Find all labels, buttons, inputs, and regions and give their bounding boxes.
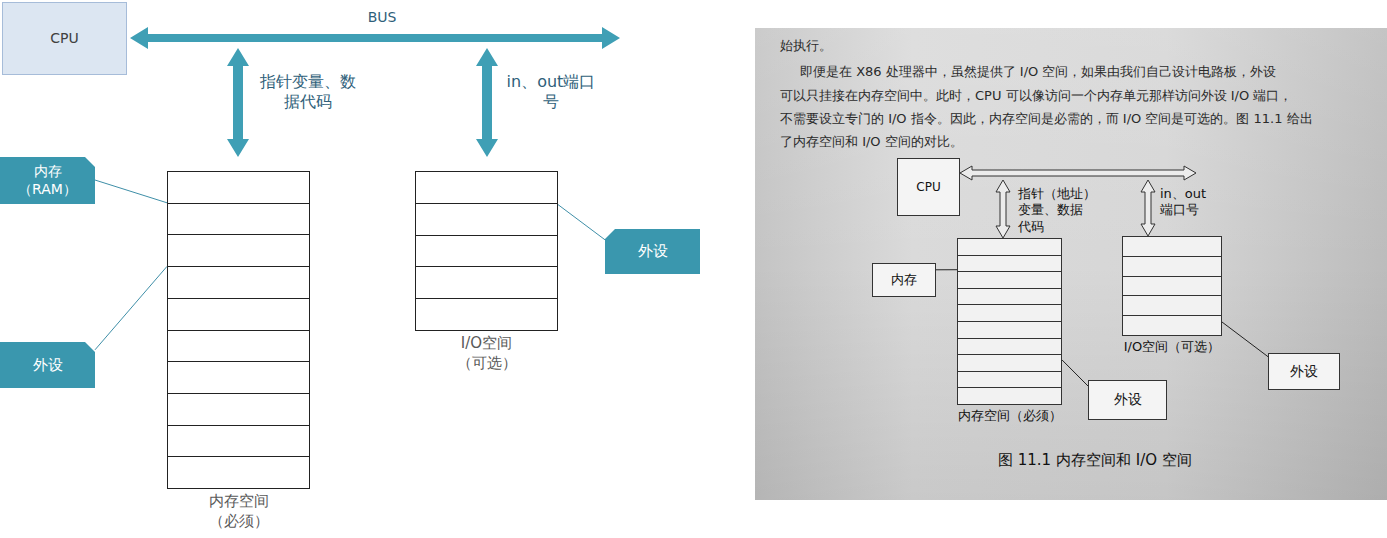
io-bus-arrow — [476, 48, 498, 157]
table-row — [416, 299, 557, 330]
table-row — [958, 372, 1061, 389]
leader-line — [1222, 322, 1268, 357]
table-rows — [1122, 236, 1222, 336]
table-row — [958, 272, 1061, 289]
table-row — [416, 267, 557, 299]
memory-space: 内存空间（必须） — [957, 238, 1062, 405]
table-row — [1123, 316, 1221, 335]
space-label: I/O空间（可选） — [1124, 339, 1220, 356]
table-row — [958, 339, 1061, 356]
table-row — [1123, 237, 1221, 257]
node-label: CPU — [916, 180, 940, 195]
leader-stroke — [95, 266, 167, 349]
table-row — [168, 331, 309, 363]
leader-line — [936, 269, 957, 270]
table-row — [168, 299, 309, 331]
bus-arrow — [130, 27, 620, 49]
table-row — [168, 426, 309, 458]
photo-memory-arrow — [996, 180, 1010, 238]
cpu-box: CPU — [2, 2, 127, 75]
space-label: 内存空间（必须） — [958, 408, 1062, 425]
table-row — [168, 394, 309, 426]
table-row — [168, 172, 309, 204]
node-label: 外设 — [638, 242, 668, 261]
leader-stroke — [1062, 360, 1088, 386]
io-space: I/O空间 （可选） — [415, 171, 558, 331]
table-rows — [415, 171, 558, 331]
node-label: 内存 — [891, 272, 917, 288]
table-row — [958, 256, 1061, 273]
leader-stroke — [936, 269, 957, 270]
leader-stroke — [95, 180, 167, 203]
leader-stroke — [558, 205, 605, 240]
figure-caption: 图 11.1 内存空间和 I/O 空间 — [998, 451, 1192, 470]
node-label: 内存 （RAM） — [10, 163, 86, 198]
cpu-box: CPU — [897, 158, 960, 216]
node-label: CPU — [50, 30, 78, 48]
page-text: 了内存空间和 I/O 空间的对比。 — [780, 134, 963, 150]
callout-box: 外设 — [605, 229, 700, 274]
photo-bus-arrow — [960, 166, 1196, 180]
leader-line — [95, 180, 167, 203]
page-text: 可以只挂接在内存空间中。此时，CPU 可以像访问一个内存单元那样访问外设 I/O… — [780, 88, 1292, 104]
bus-signal-label: 指针（地址） 变量、数据 代码 — [1018, 186, 1100, 235]
leader-stroke — [1222, 322, 1268, 357]
table-row — [958, 322, 1061, 339]
table-row — [168, 267, 309, 299]
space-label: 内存空间 （必须） — [193, 492, 285, 531]
memory-space: 内存空间 （必须） — [167, 171, 310, 489]
table-row — [958, 289, 1061, 306]
leader-line — [95, 266, 167, 349]
table-row — [416, 236, 557, 268]
callout-fill — [0, 342, 95, 388]
leader-line — [1062, 360, 1088, 386]
node-label: 外设 — [1290, 363, 1318, 381]
bus-signal-label: 指针变量、数据代码 — [258, 72, 358, 112]
table-rows — [957, 238, 1062, 405]
node-label: 外设 — [33, 356, 63, 375]
table-row — [1123, 296, 1221, 316]
leader-line — [558, 205, 605, 240]
node-label: 外设 — [1114, 391, 1142, 409]
table-row — [1123, 277, 1221, 297]
table-row — [958, 388, 1061, 404]
table-row — [168, 362, 309, 394]
callout-box: 内存 （RAM） — [0, 157, 95, 204]
photo-io-arrow — [1141, 180, 1155, 236]
page-text: 即便是在 X86 处理器中，虽然提供了 I/O 空间，如果由我们自己设计电路板，… — [800, 64, 1276, 80]
table-row — [958, 305, 1061, 322]
bus-label: BUS — [360, 9, 404, 27]
callout-fill — [0, 157, 95, 204]
callout-box: 内存 — [872, 263, 936, 297]
bus-signal-label: in、out端口号 — [503, 72, 599, 112]
bus-signal-label: in、out 端口号 — [1160, 186, 1232, 219]
table-row — [168, 204, 309, 236]
io-space: I/O空间（可选） — [1122, 236, 1222, 336]
table-row — [1123, 257, 1221, 277]
table-row — [416, 172, 557, 204]
table-row — [958, 239, 1061, 256]
page-text: 始执行。 — [780, 38, 832, 54]
table-row — [416, 204, 557, 236]
callout-box: 外设 — [1268, 353, 1340, 390]
table-rows — [167, 171, 310, 489]
space-label: I/O空间 （可选） — [441, 334, 533, 373]
memory-bus-arrow — [227, 48, 249, 157]
page-text: 不需要设立专门的 I/O 指令。因此，内存空间是必需的，而 I/O 空间是可选的… — [780, 111, 1313, 127]
callout-box: 外设 — [0, 342, 95, 388]
table-row — [168, 457, 309, 488]
callout-fill — [605, 229, 700, 274]
table-row — [168, 235, 309, 267]
table-row — [958, 355, 1061, 372]
callout-box: 外设 — [1088, 380, 1167, 420]
